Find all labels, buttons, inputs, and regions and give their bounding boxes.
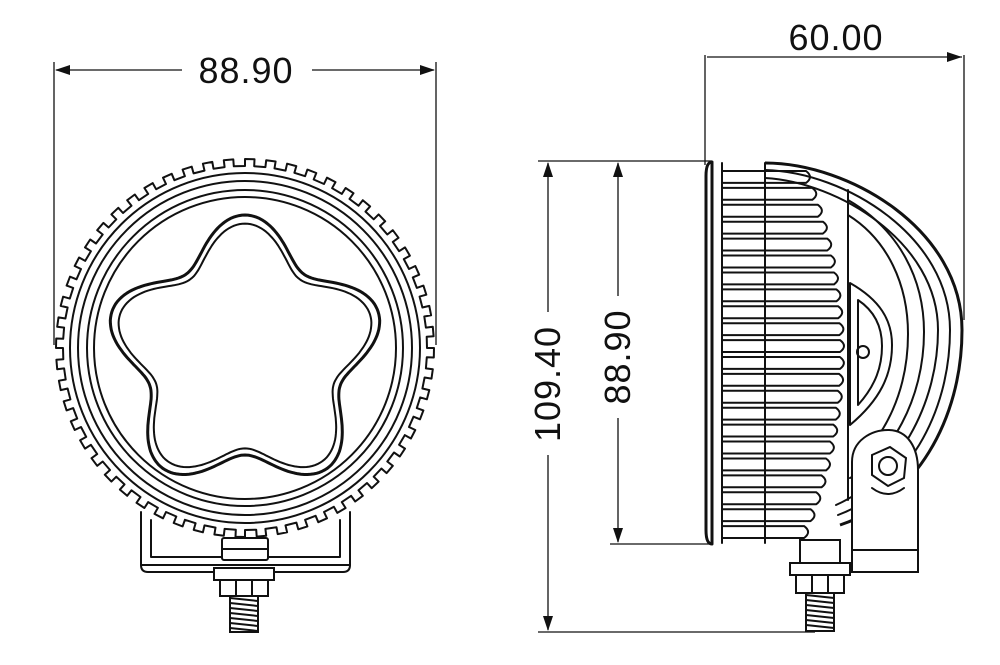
side-indicator-dot (856, 345, 870, 359)
side-fin (721, 389, 843, 404)
side-fin (721, 406, 841, 421)
thread-line (229, 607, 259, 612)
side-fin (721, 305, 844, 320)
thread-line (229, 602, 259, 607)
side-fin (721, 170, 811, 184)
thread-line (805, 619, 835, 624)
side-fin (721, 508, 816, 523)
thread-line (805, 624, 835, 629)
thread-line (229, 612, 259, 617)
side-fin (721, 203, 823, 218)
side-fin (721, 254, 836, 269)
thread-line (805, 594, 835, 599)
thread-line (229, 622, 259, 627)
front-width-dimension: 88.90 (55, 50, 435, 91)
side-fin (721, 423, 839, 438)
side-view: 60.00 109.40 88.90 (527, 17, 965, 633)
thread-line (805, 599, 835, 604)
side-fin (721, 186, 818, 201)
side-rib-window (849, 282, 893, 426)
side-fin (721, 474, 827, 489)
side-depth-label: 60.00 (788, 17, 883, 58)
front-ring-step-1 (77, 180, 413, 516)
front-lens-rim (93, 196, 397, 500)
thread-line (805, 604, 835, 609)
front-ring-inner-edge (69, 172, 421, 524)
side-fin (721, 339, 845, 353)
side-fin (721, 372, 845, 387)
side-fin (721, 457, 831, 472)
front-bolt (213, 567, 275, 633)
side-total-height-label: 109.40 (527, 326, 568, 442)
side-rib-window-inner (857, 299, 883, 406)
thread-line (229, 597, 259, 602)
side-fins (721, 170, 845, 539)
side-fin (721, 356, 845, 370)
side-total-height-dimension: 109.40 (527, 162, 568, 631)
front-flower-lens-outer (108, 213, 382, 476)
side-front-bezel (704, 160, 714, 546)
thread-line (805, 614, 835, 619)
thread-line (229, 627, 259, 632)
side-fin (721, 271, 839, 286)
side-bolt (789, 539, 851, 632)
front-ring-step-2 (86, 189, 404, 507)
side-fin (721, 322, 845, 337)
side-body-height-label: 88.90 (597, 309, 638, 404)
front-knurl-teeth (55, 158, 435, 538)
side-fin (721, 220, 828, 235)
side-fin (721, 525, 810, 539)
front-view: 88.90 (53, 50, 437, 633)
side-fin (721, 491, 822, 506)
side-fin (721, 288, 842, 303)
side-fin (721, 440, 835, 455)
side-fin (721, 237, 833, 252)
front-width-label: 88.90 (198, 50, 293, 91)
front-flower-lens-inner (117, 222, 373, 469)
front-outer-ring (55, 158, 435, 538)
thread-line (229, 617, 259, 622)
side-depth-dimension: 60.00 (707, 17, 962, 62)
side-body-height-dimension: 88.90 (597, 162, 638, 543)
side-mount-bracket (851, 428, 919, 573)
thread-line (805, 609, 835, 614)
